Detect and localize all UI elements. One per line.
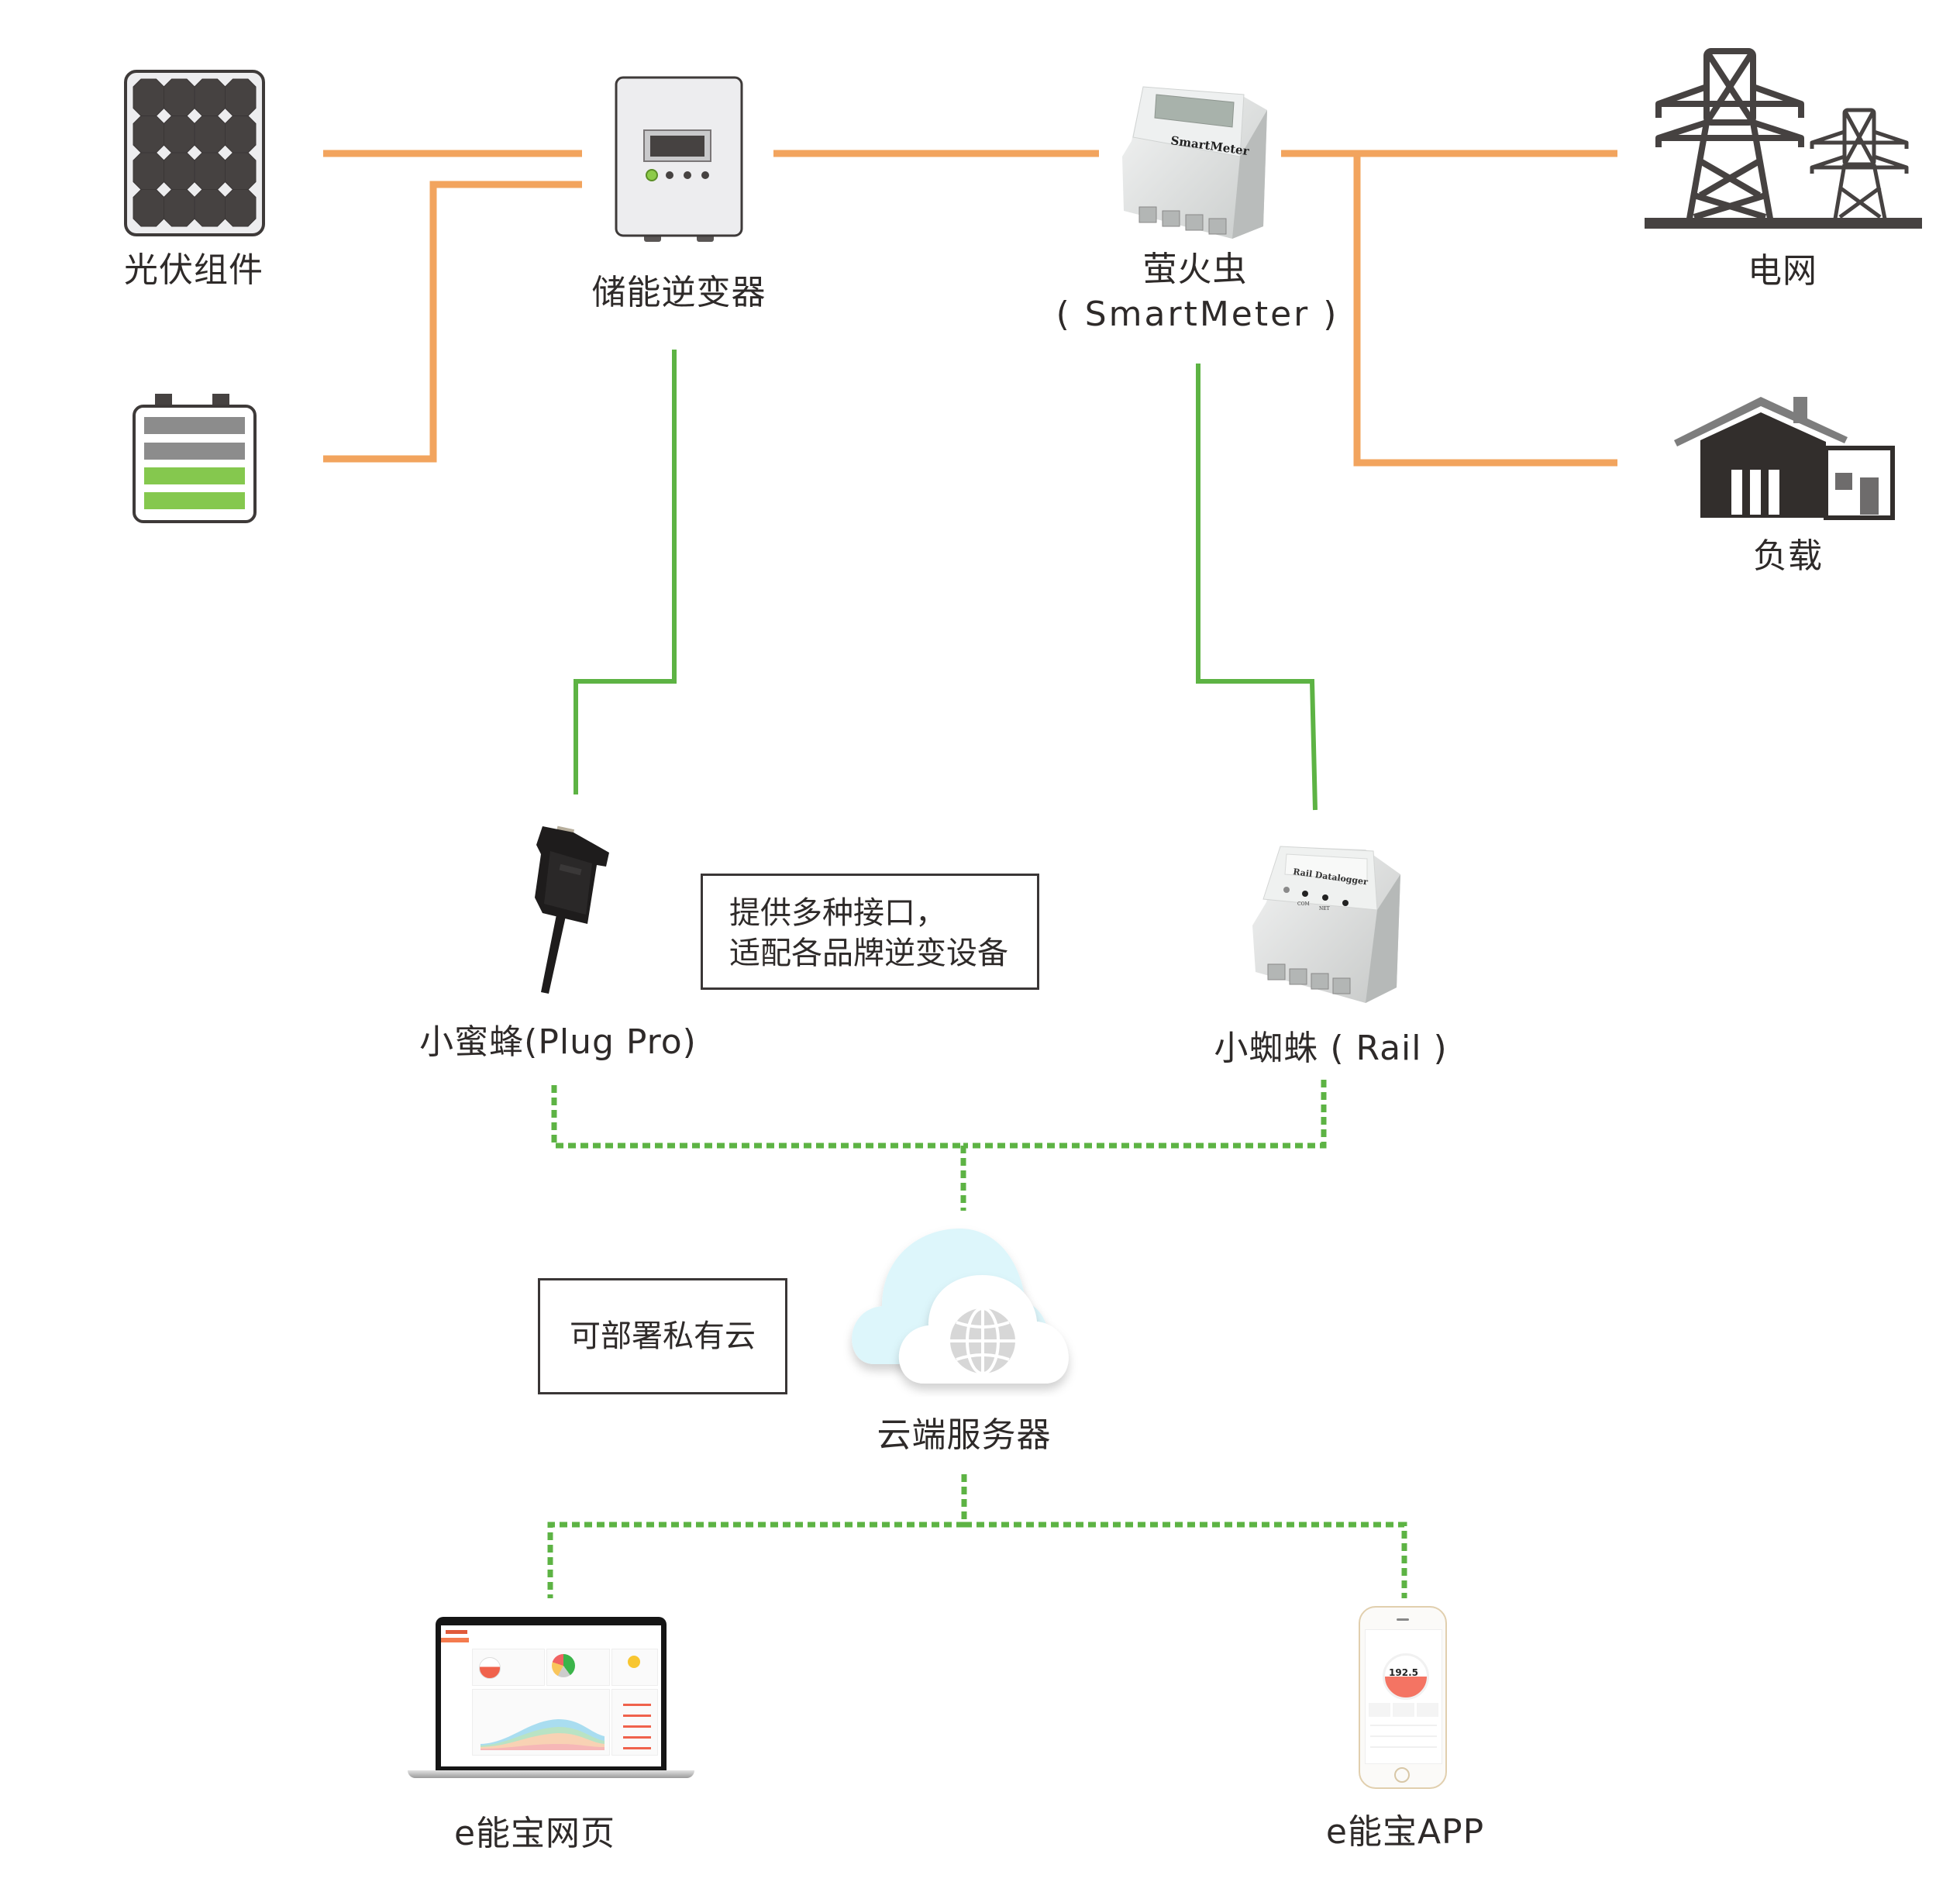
solar-panel-icon [124, 70, 265, 236]
plug-label: 小蜜蜂(Plug Pro) [419, 1022, 697, 1062]
solar-cell [164, 78, 195, 116]
private-cloud-note-text: 可部署私有云 [570, 1318, 756, 1354]
battery-level-1 [144, 492, 245, 509]
solar-cell [194, 78, 226, 116]
wired-data-lines [574, 350, 1318, 811]
edge-battery-inverter [323, 181, 582, 463]
globe-icon [950, 1307, 1015, 1375]
edge-plug-cloud [551, 1085, 963, 1149]
laptop-bezel [436, 1617, 667, 1772]
laptop-icon [408, 1617, 694, 1783]
battery-icon [133, 394, 257, 523]
cloud-label: 云端服务器 [877, 1415, 1052, 1455]
solar-cell [225, 78, 257, 116]
rail-port-net: NET [1319, 906, 1330, 912]
private-cloud-note: 可部署私有云 [538, 1278, 787, 1394]
power-lines [323, 150, 1617, 467]
battery-level-4 [144, 417, 245, 434]
cloud-globe-icon [852, 1229, 1069, 1384]
solar-cell [164, 152, 195, 190]
solar-cell [164, 189, 195, 227]
rail-datalogger-icon: Rail Datalogger COM NET [1252, 846, 1400, 1003]
grid-label: 电网 [1748, 251, 1817, 291]
inverter-label: 储能逆变器 [591, 273, 766, 312]
edge-inverter-plug [574, 350, 677, 794]
phone-home-button [1394, 1767, 1410, 1783]
edge-cloud-web [547, 1522, 964, 1598]
solar-cell [225, 189, 257, 227]
rail-label: 小蜘蛛 ( Rail ) [1214, 1029, 1448, 1068]
phone-screen: 192.5 [1365, 1629, 1442, 1764]
edge-cloud-app [964, 1522, 1407, 1598]
solar-cell [194, 152, 226, 190]
interfaces-note-line-2: 适配各品牌逆变设备 [729, 936, 1008, 971]
solar-cell [194, 189, 226, 227]
solar-cell [194, 115, 226, 153]
solar-cell [133, 115, 164, 153]
solar-cell [133, 78, 164, 116]
wireless-data-lines [547, 1080, 1407, 1598]
smartphone-icon: 192.5 [1359, 1606, 1447, 1789]
interfaces-note: 提供多种接口， 适配各品牌逆变设备 [701, 874, 1039, 990]
app-label: e能宝APP [1325, 1812, 1485, 1852]
load-label: 负载 [1753, 536, 1823, 576]
solar-cell [164, 115, 195, 153]
edge-rail-cloud [963, 1080, 1327, 1149]
battery-level-2 [144, 467, 245, 484]
solar-cell [225, 152, 257, 190]
battery-level-3 [144, 443, 245, 460]
phone-power-value: 192.5 [1389, 1667, 1418, 1678]
edge-meter-load [1353, 153, 1617, 467]
edge-meter-rail [1196, 364, 1318, 811]
solar-cell [133, 189, 164, 227]
interfaces-note-line-1: 提供多种接口， [729, 895, 946, 931]
solar-cell [225, 115, 257, 153]
plug-dongle-icon [535, 825, 609, 994]
meter-label: 萤火虫 [1142, 250, 1248, 289]
web-label: e能宝网页 [453, 1814, 616, 1853]
rail-port-com: COM [1297, 901, 1310, 907]
laptop-screen [441, 1625, 661, 1766]
meter-sublabel: ( SmartMeter ) [1056, 295, 1339, 334]
inverter-icon [615, 76, 743, 242]
house-icon [1674, 397, 1895, 520]
power-tower-icon [1645, 48, 1922, 229]
smart-meter-icon: SmartMeter [1122, 86, 1267, 239]
pv-label: 光伏组件 [124, 250, 264, 290]
solar-cell [133, 152, 164, 190]
laptop-base [408, 1770, 694, 1778]
